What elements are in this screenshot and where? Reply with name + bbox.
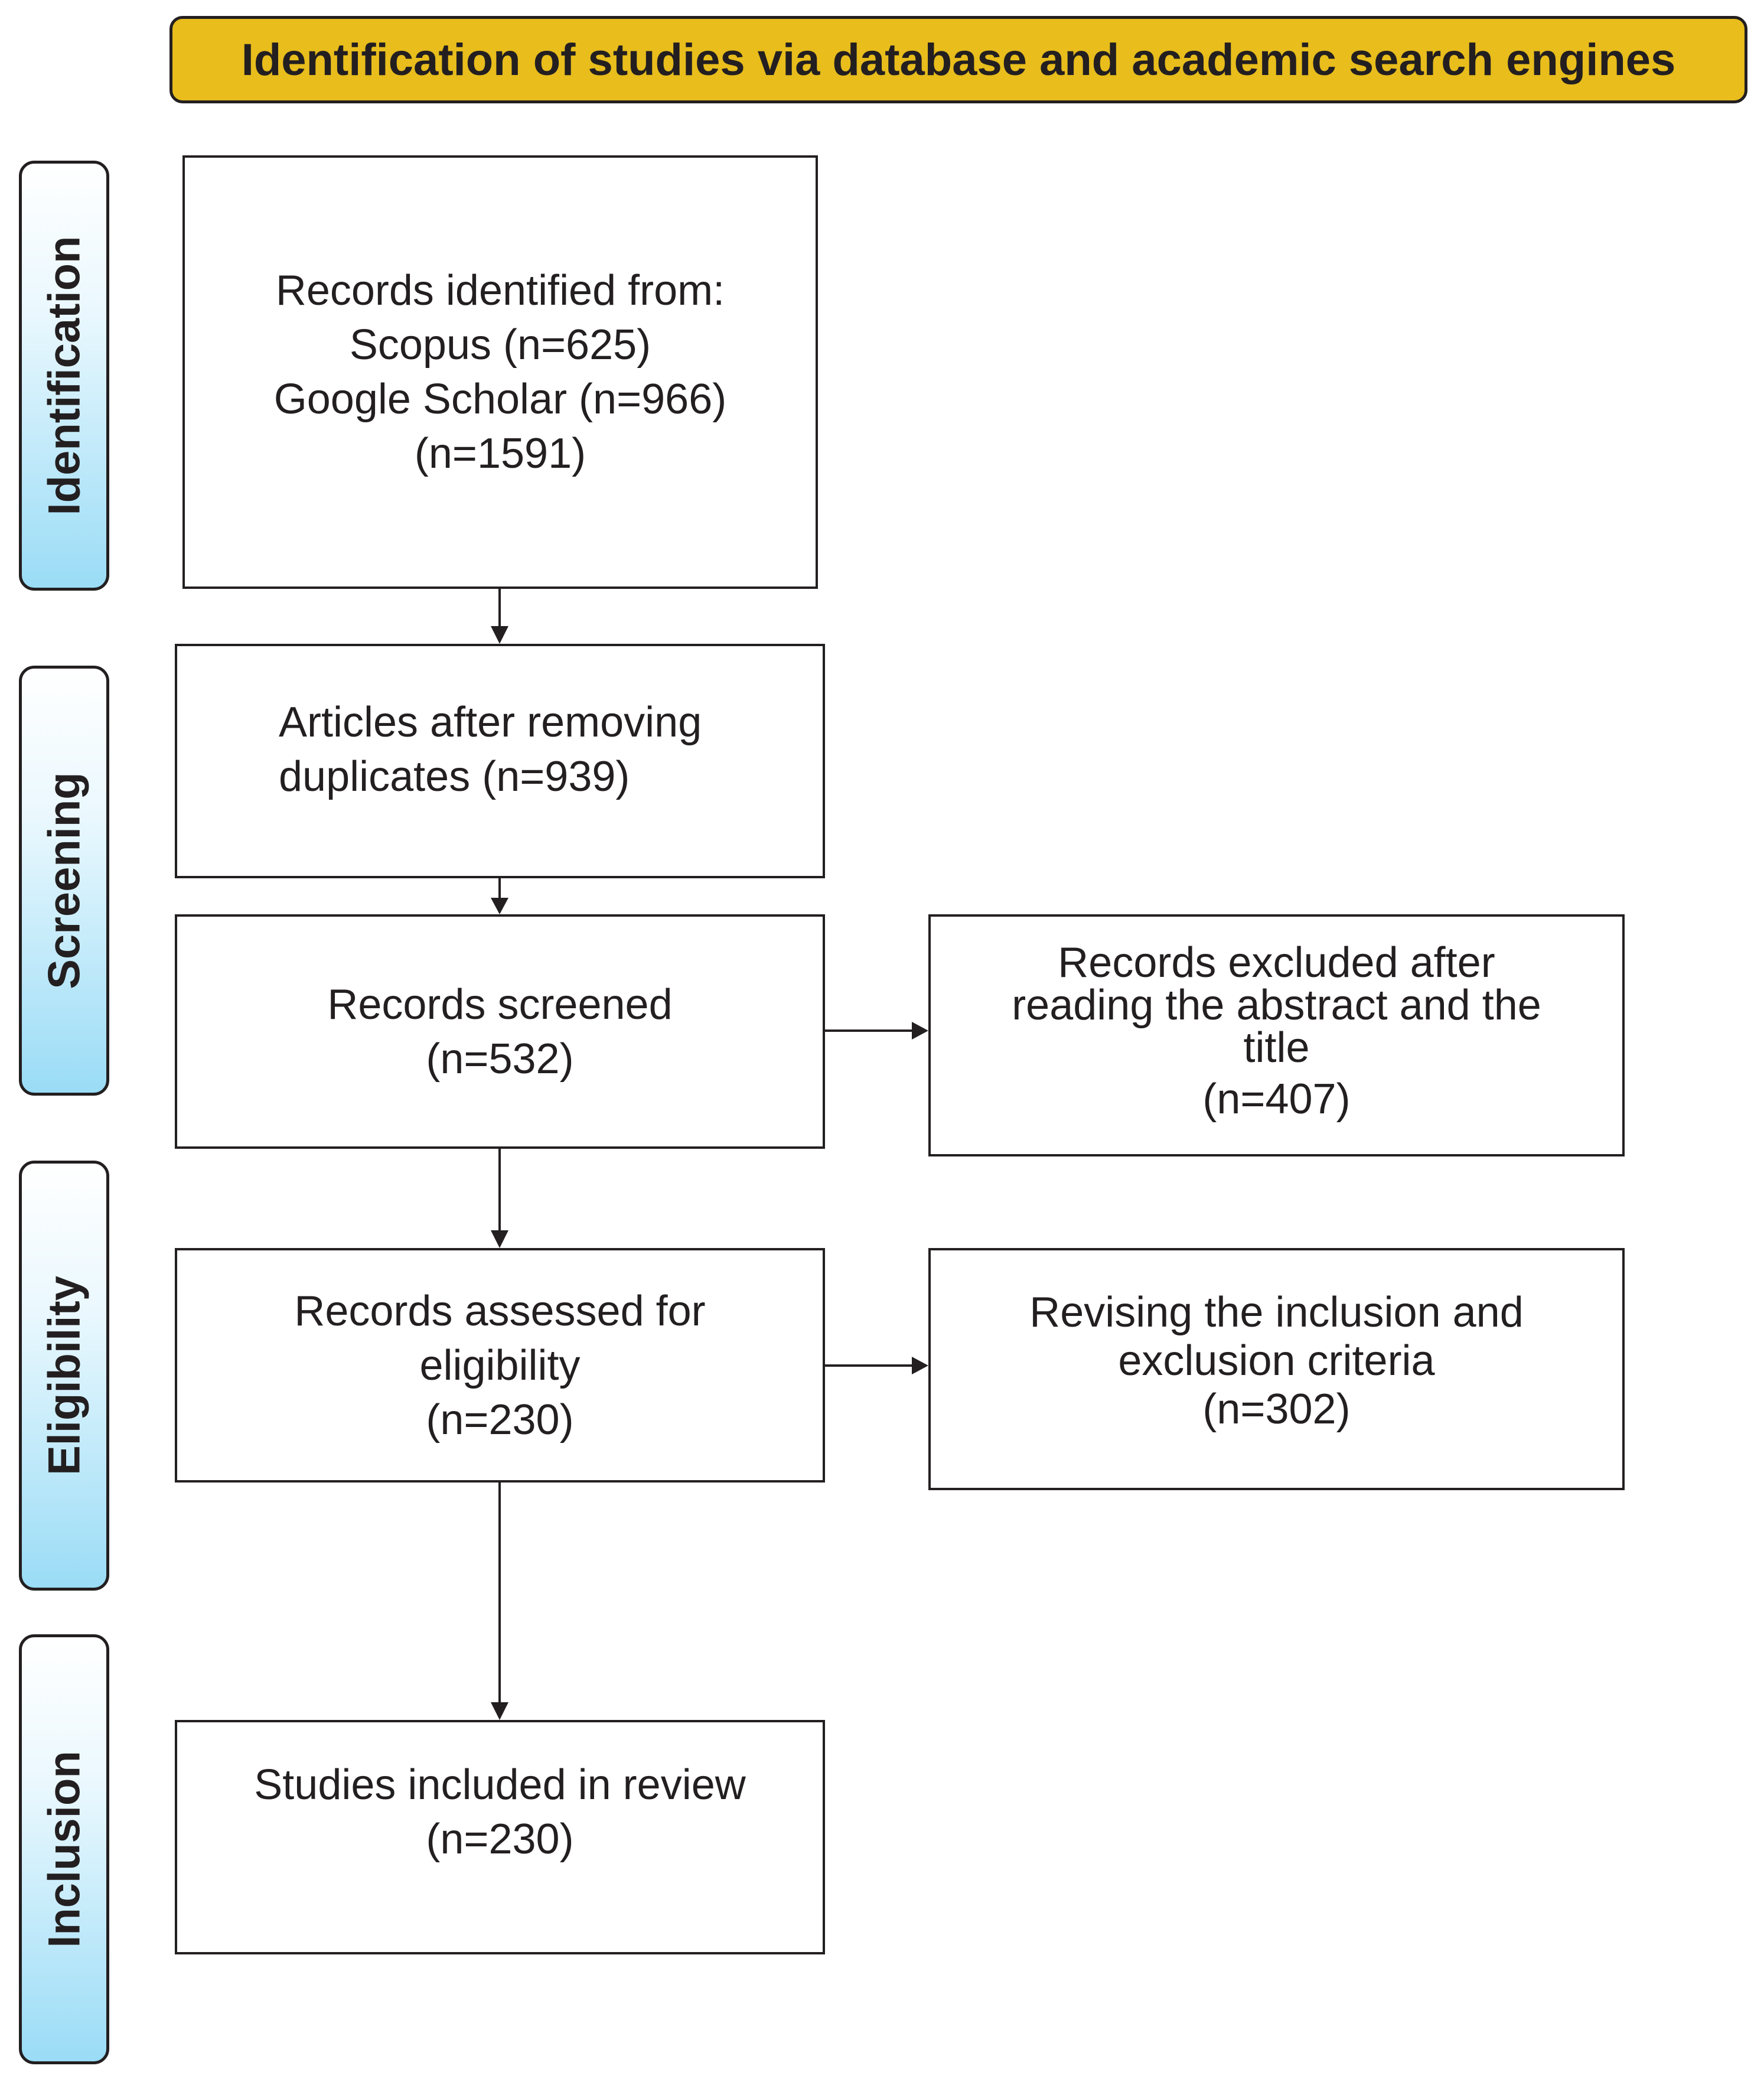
box-line: Studies included in review (254, 1761, 746, 1809)
box-line: Records screened (327, 980, 673, 1028)
box-line: Articles after removing (279, 698, 702, 746)
box-line: (n=532) (426, 1035, 574, 1083)
stage-eligibility: Eligibility (19, 1161, 109, 1591)
box-line: Scopus (n=625) (349, 321, 651, 369)
box-records-excluded: Records excluded after reading the abstr… (928, 914, 1625, 1156)
box-line: Google Scholar (n=966) (273, 376, 727, 423)
stage-label-screening: Screening (39, 772, 89, 989)
box-line: Records assessed for (294, 1287, 706, 1335)
arrowhead-identified-to-duplicates (491, 626, 508, 644)
stage-label-inclusion: Inclusion (39, 1751, 89, 1948)
box-line: (n=302) (1202, 1386, 1351, 1433)
box-line: reading the abstract and the (1012, 982, 1541, 1029)
stage-label-eligibility: Eligibility (39, 1276, 89, 1475)
box-after-duplicates: Articles after removing duplicates (n=93… (175, 644, 825, 878)
box-revising-criteria: Revising the inclusion and exclusion cri… (928, 1248, 1625, 1490)
box-line: exclusion criteria (1118, 1337, 1435, 1384)
box-line: (n=1591) (414, 430, 586, 477)
box-assessed-eligibility: Records assessed for eligibility (n=230) (175, 1248, 825, 1483)
stage-inclusion: Inclusion (19, 1634, 109, 2064)
arrowhead-duplicates-to-screened (491, 898, 508, 914)
arrowhead-assessed-to-included (491, 1702, 508, 1720)
box-line: duplicates (n=939) (279, 752, 630, 800)
box-line: title (1243, 1024, 1310, 1071)
stage-identification: Identification (19, 161, 109, 591)
box-line: Records identified from: (275, 267, 725, 314)
box-records-identified: Records identified from: Scopus (n=625) … (182, 155, 818, 589)
box-studies-included: Studies included in review (n=230) (175, 1720, 825, 1954)
stage-screening: Screening (19, 666, 109, 1096)
box-line: eligibility (419, 1341, 581, 1389)
header-title: Identification of studies via database a… (241, 34, 1676, 85)
box-line: (n=230) (426, 1396, 574, 1444)
box-line: Records excluded after (1058, 939, 1495, 986)
arrowhead-screened-to-assessed (491, 1230, 508, 1248)
arrowhead-screened-to-excluded (912, 1022, 928, 1040)
stage-label-identification: Identification (39, 236, 89, 516)
box-line: (n=230) (426, 1816, 574, 1863)
header-banner: Identification of studies via database a… (169, 16, 1747, 103)
box-line: (n=407) (1202, 1076, 1351, 1123)
box-records-screened: Records screened (n=532) (175, 914, 825, 1149)
arrowhead-assessed-to-revising (912, 1357, 928, 1374)
box-line: Revising the inclusion and (1029, 1289, 1524, 1336)
